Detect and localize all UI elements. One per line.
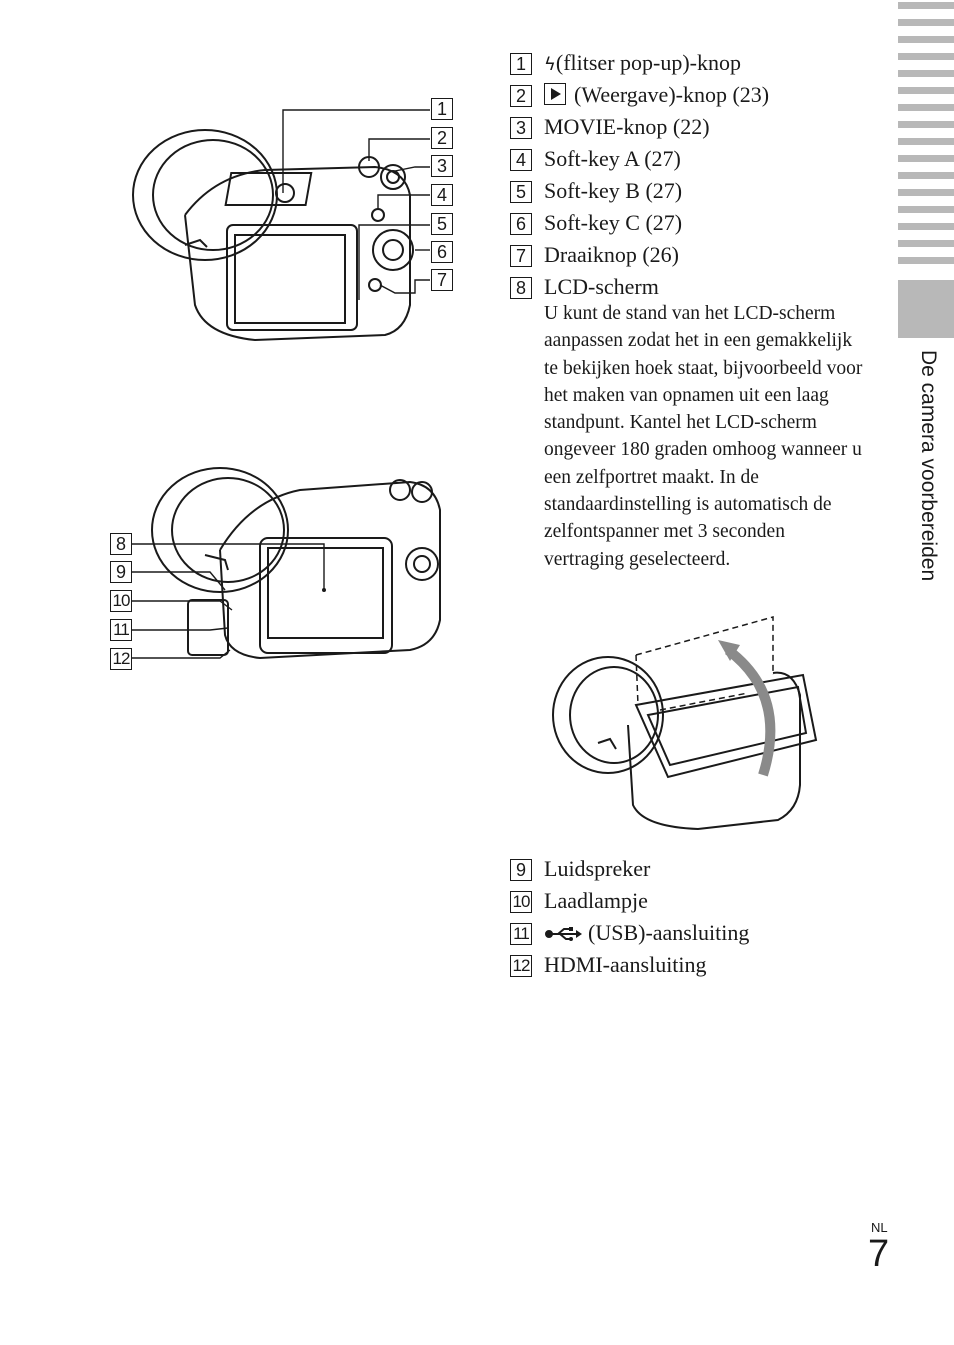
lcd-tilt-illustration	[552, 616, 818, 831]
usb-icon	[544, 922, 588, 948]
diagram-callout-9: 9	[110, 561, 132, 583]
item-number: 12	[510, 955, 532, 977]
item-number: 3	[510, 117, 532, 139]
diagram-callout-1: 1	[431, 98, 453, 120]
item-label: Soft-key A (27)	[544, 146, 681, 171]
camera-back-illustration	[132, 109, 430, 342]
item-number: 7	[510, 245, 532, 267]
item-label: Soft-key C (27)	[544, 210, 683, 235]
item-label: (Weergave)-knop (23)	[574, 82, 770, 107]
item-number: 6	[510, 213, 532, 235]
item-number: 11	[510, 923, 532, 945]
item-number: 5	[510, 181, 532, 203]
diagram-callout-6: 6	[431, 241, 453, 263]
item-label: LCD-scherm	[544, 274, 659, 299]
diagram-callout-12: 12	[110, 648, 132, 670]
item-label: (flitser pop-up)-knop	[555, 50, 741, 75]
item-number: 10	[510, 891, 532, 913]
section-title: De camera voorbereiden	[917, 350, 940, 582]
item-label: MOVIE-knop (22)	[544, 114, 710, 139]
item-number: 1	[510, 53, 532, 75]
diagram-callout-7: 7	[431, 269, 453, 291]
item-label: HDMI-aansluiting	[544, 952, 707, 977]
item-label: Luidspreker	[544, 856, 651, 881]
section-tab-stripes	[898, 0, 954, 274]
lcd-description: U kunt de stand van het LCD-scherm aanpa…	[544, 303, 863, 570]
item-label: (USB)-aansluiting	[588, 920, 750, 945]
section-tab-active	[898, 280, 954, 338]
diagram-callout-10: 10	[110, 590, 132, 612]
diagram-callout-5: 5	[431, 213, 453, 235]
item-number: 4	[510, 149, 532, 171]
page-language: NL	[871, 1220, 888, 1235]
diagram-callout-2: 2	[431, 127, 453, 149]
diagram-callout-4: 4	[431, 184, 453, 206]
item-number: 9	[510, 859, 532, 881]
item-label: Laadlampje	[544, 888, 648, 913]
item-number: 8	[510, 277, 532, 299]
playback-icon	[544, 83, 566, 105]
page-number: 7	[868, 1233, 890, 1275]
item-label: Draaiknop (26)	[544, 242, 680, 267]
lcd-tilt-diagram	[548, 615, 820, 835]
camera-side-illustration	[132, 467, 441, 660]
item-label: Soft-key B (27)	[544, 178, 683, 203]
diagram-callout-8: 8	[110, 533, 132, 555]
diagram-callout-11: 11	[110, 619, 132, 641]
camera-side-diagram: 8 9 10 11 12	[110, 460, 455, 675]
diagram-callout-3: 3	[431, 155, 453, 177]
item-number: 2	[510, 85, 532, 107]
camera-back-diagram: 1 2 3 4 5 6 7	[115, 95, 465, 355]
flash-icon: ϟ	[544, 54, 556, 75]
